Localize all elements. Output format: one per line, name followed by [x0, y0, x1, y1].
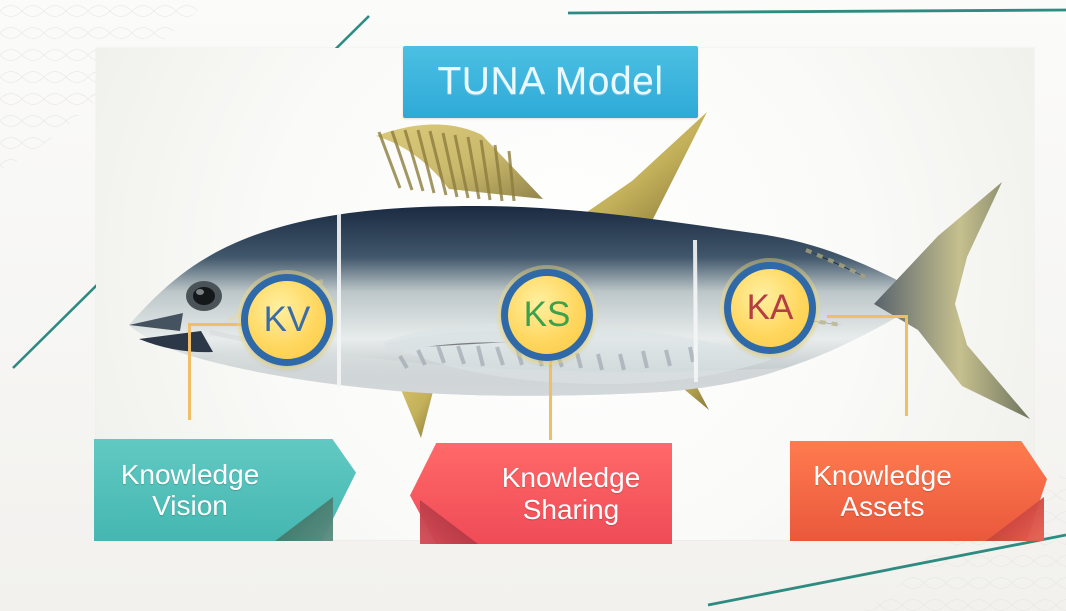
- knowledge-vision-badge: KV: [241, 274, 333, 366]
- vision-connector-vertical: [188, 324, 191, 420]
- knowledge-vision-line-1: Knowledge: [120, 458, 260, 490]
- knowledge-assets-line-2: Assets: [840, 491, 925, 522]
- knowledge-assets-line-1: Knowledge: [813, 459, 952, 491]
- knowledge-vision-line-2: Vision: [152, 490, 228, 521]
- knowledge-sharing-line-1: Knowledge: [501, 462, 641, 494]
- knowledge-assets-label: Knowledge Assets: [790, 441, 1047, 541]
- knowledge-sharing-line-2: Sharing: [522, 493, 620, 525]
- assets-connector-vertical: [905, 316, 908, 416]
- assets-connector-horizontal: [827, 315, 908, 318]
- knowledge-sharing-badge: KS: [501, 269, 593, 361]
- model-title: TUNA Model: [403, 46, 698, 118]
- sharing-connector-vertical: [549, 360, 552, 440]
- vision-connector-horizontal: [188, 323, 241, 326]
- knowledge-assets-badge: KA: [724, 262, 816, 354]
